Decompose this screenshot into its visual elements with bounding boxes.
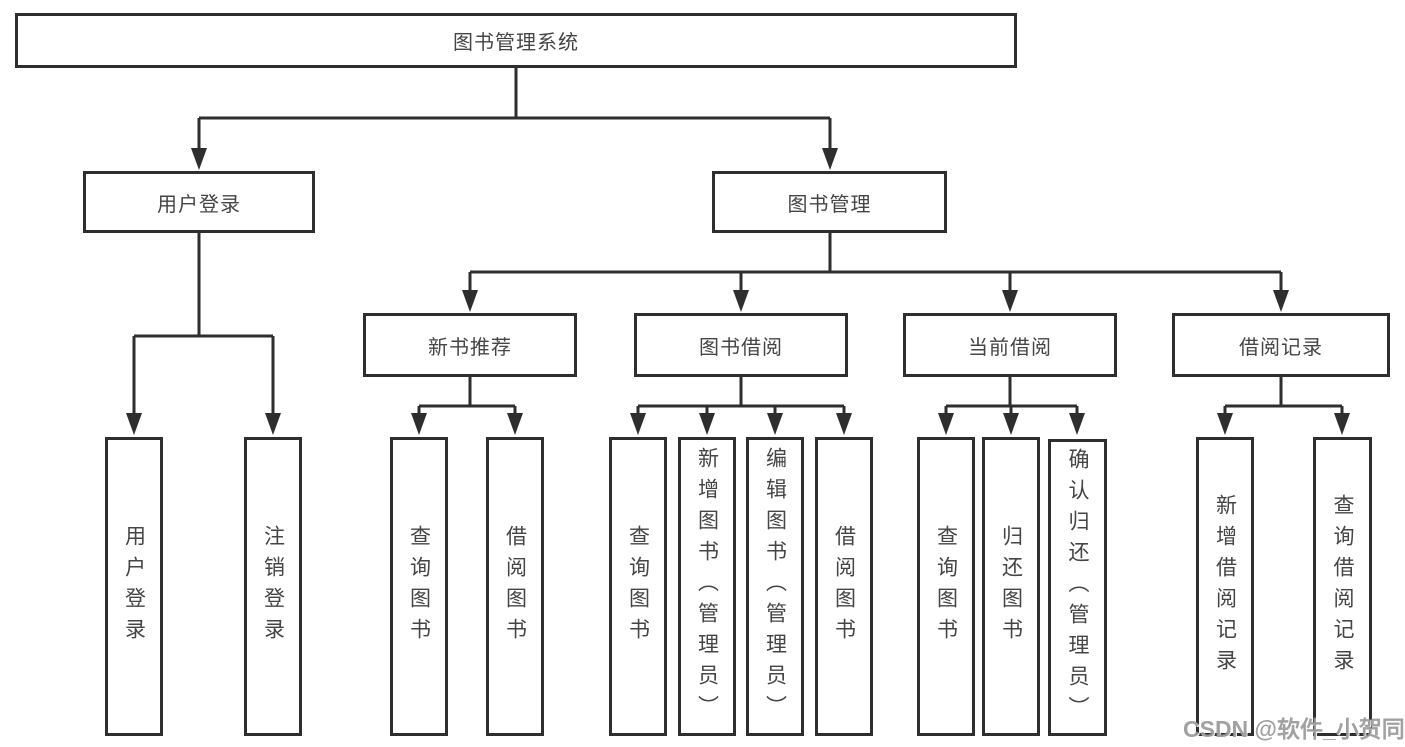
- node-book-management: 图书管理: [712, 171, 947, 233]
- leaf-add-book-admin: 新增图书（管理员）: [678, 437, 736, 736]
- leaf-query-books-borrowing: 查询图书: [609, 437, 667, 736]
- leaf-add-borrow-record: 新增借阅记录: [1196, 437, 1254, 736]
- leaf-label: 借阅图书: [832, 524, 856, 649]
- leaf-label: 借阅图书: [503, 524, 527, 649]
- leaf-label: 新增图书（管理员）: [695, 447, 719, 726]
- node-label: 图书借阅: [699, 336, 783, 359]
- leaf-edit-book-admin: 编辑图书（管理员）: [746, 437, 804, 736]
- node-label: 图书管理系统: [453, 32, 579, 54]
- leaf-query-books-recommend: 查询图书: [390, 437, 448, 736]
- node-label: 新书推荐: [428, 336, 512, 359]
- leaf-return-book: 归还图书: [982, 437, 1040, 736]
- leaf-query-borrow-record: 查询借阅记录: [1313, 437, 1372, 736]
- node-root-system: 图书管理系统: [15, 13, 1017, 68]
- csdn-watermark: CSDN @软件_小贺同学: [1183, 716, 1405, 742]
- leaf-label: 注销登录: [261, 524, 285, 649]
- node-borrowing-records: 借阅记录: [1172, 313, 1390, 377]
- leaf-label: 查询图书: [407, 524, 431, 649]
- node-current-borrowing: 当前借阅: [903, 313, 1117, 377]
- leaf-label: 用户登录: [122, 524, 146, 649]
- leaf-label: 查询图书: [626, 524, 650, 649]
- leaf-confirm-return-admin: 确认归还（管理员）: [1048, 439, 1107, 736]
- leaf-label: 查询借阅记录: [1331, 493, 1354, 680]
- arrowhead-icons: [126, 148, 1350, 435]
- leaf-label: 查询图书: [934, 524, 958, 649]
- leaf-query-books-current: 查询图书: [917, 437, 975, 736]
- node-label: 图书管理: [787, 193, 872, 216]
- node-label: 用户登录: [157, 193, 241, 216]
- node-new-book-recommend: 新书推荐: [363, 313, 577, 377]
- leaf-user-login: 用户登录: [105, 437, 163, 736]
- leaf-borrow-books-recommend: 借阅图书: [486, 437, 544, 736]
- leaf-borrow-books-borrowing: 借阅图书: [815, 437, 873, 736]
- leaf-label: 确认归还（管理员）: [1066, 448, 1089, 727]
- leaf-label: 归还图书: [999, 524, 1023, 649]
- leaf-label: 编辑图书（管理员）: [763, 447, 787, 726]
- leaf-logout: 注销登录: [244, 437, 302, 736]
- node-label: 借阅记录: [1239, 336, 1323, 359]
- node-label: 当前借阅: [968, 336, 1052, 359]
- node-book-borrowing: 图书借阅: [634, 313, 848, 377]
- leaf-label: 新增借阅记录: [1213, 493, 1237, 680]
- node-user-login: 用户登录: [83, 171, 315, 233]
